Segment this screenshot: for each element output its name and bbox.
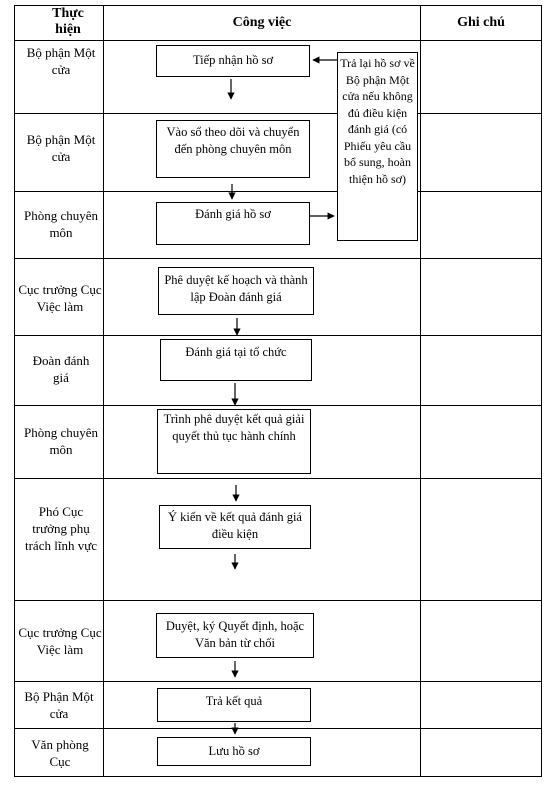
task-box-3 bbox=[156, 202, 310, 245]
task-text-1: Tiếp nhận hồ sơ bbox=[192, 53, 274, 67]
actor-row-5: Đoàn đánh giá bbox=[32, 353, 90, 385]
actor-row-10: Văn phòng Cục bbox=[31, 737, 89, 769]
task-text-8: Duyệt, ký Quyết định, hoặc Văn bản từ ch… bbox=[165, 619, 305, 650]
task-box-4 bbox=[158, 267, 314, 315]
actor-row-8: Cục trưởng Cục Việc làm bbox=[18, 625, 102, 657]
task-box-10 bbox=[157, 737, 311, 766]
task-box-1 bbox=[156, 45, 310, 77]
header-actor: Thực hiện bbox=[52, 6, 84, 37]
task-text-3: Đánh giá hồ sơ bbox=[195, 207, 271, 221]
task-box-7 bbox=[159, 505, 311, 549]
task-text-5: Đánh giá tại tổ chức bbox=[185, 345, 287, 359]
task-text-4: Phê duyệt kế hoạch và thành lập Đoàn đán… bbox=[164, 273, 308, 304]
task-box-8 bbox=[156, 613, 314, 658]
return-note-box bbox=[337, 52, 418, 241]
return-note-text: Trả lại hồ sơ về Bộ phận Một cửa nếu khô… bbox=[340, 56, 415, 186]
task-box-2 bbox=[156, 120, 310, 178]
actor-row-3: Phòng chuyên môn bbox=[23, 208, 99, 240]
task-box-9 bbox=[157, 688, 311, 722]
actor-row-9: Bộ Phận Một cửa bbox=[24, 689, 94, 721]
header-task: Công việc bbox=[232, 15, 292, 30]
task-text-6: Trình phê duyệt kết quả giải quyết thủ t… bbox=[163, 412, 305, 443]
task-box-6 bbox=[157, 409, 311, 474]
header-note: Ghi chú bbox=[457, 15, 505, 30]
actor-row-1: Bộ phận Một cửa bbox=[26, 45, 96, 77]
actor-row-7: Phó Cục trưởng phụ trách lĩnh vực bbox=[24, 504, 98, 553]
task-text-9: Trả kết quả bbox=[205, 694, 263, 708]
actor-row-6: Phòng chuyên môn bbox=[23, 425, 99, 457]
actor-row-2: Bộ phận Một cửa bbox=[26, 132, 96, 164]
actor-row-4: Cục trưởng Cục Việc làm bbox=[18, 282, 102, 314]
task-box-5 bbox=[160, 339, 312, 381]
task-text-10: Lưu hồ sơ bbox=[208, 744, 260, 758]
task-text-2: Vào sổ theo dõi và chuyển đến phòng chuy… bbox=[166, 125, 300, 156]
task-text-7: Ý kiến về kết quả đánh giá điều kiện bbox=[168, 510, 302, 541]
